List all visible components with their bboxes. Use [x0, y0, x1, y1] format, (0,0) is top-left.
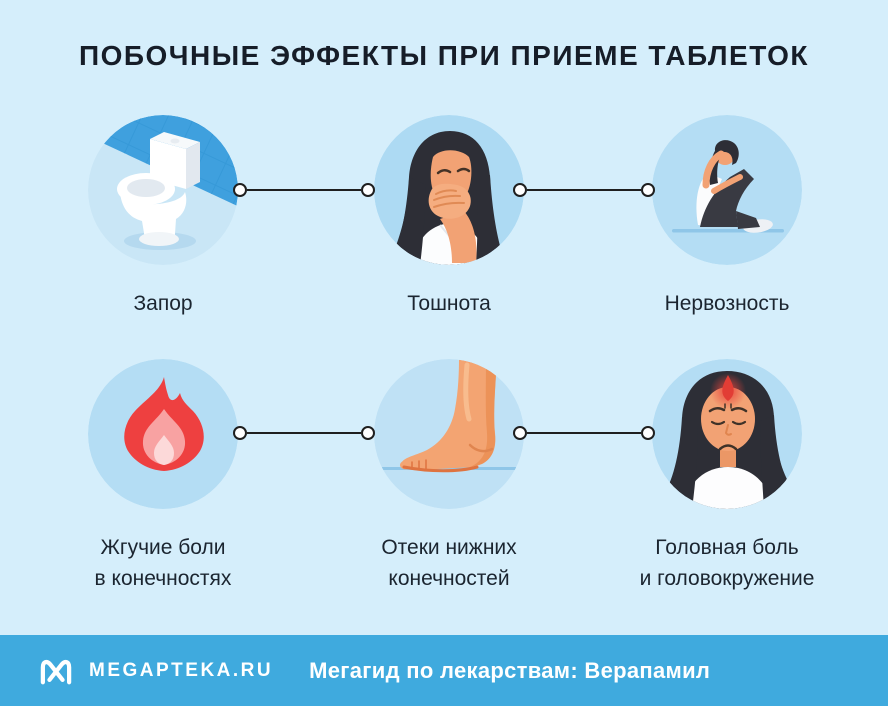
connector-line	[247, 188, 361, 192]
connector-dot	[361, 426, 375, 440]
toilet-icon	[88, 115, 238, 265]
megapteka-logo-icon	[40, 659, 72, 684]
connector-dot	[641, 426, 655, 440]
nausea-icon	[374, 115, 524, 265]
label-line: Тошнота	[407, 292, 491, 315]
effect-label-nervousness: Нервозность	[597, 288, 857, 319]
effect-label-constipation: Запор	[33, 288, 293, 319]
connector-line	[247, 431, 361, 435]
anxiety-icon	[652, 115, 802, 265]
connector-dot	[513, 183, 527, 197]
label-line: Жгучие боли	[100, 536, 226, 559]
effect-label-headache: Головная боль и головокружение	[597, 532, 857, 594]
headache-icon	[652, 359, 802, 509]
label-line: Головная боль	[655, 536, 799, 559]
label-line: Отеки нижних	[381, 536, 517, 559]
effect-label-swelling: Отеки нижних конечностей	[319, 532, 579, 594]
connector	[513, 183, 655, 197]
flame-icon	[88, 359, 238, 509]
swelling-bubble	[374, 359, 524, 509]
nervousness-bubble	[652, 115, 802, 265]
label-line: Запор	[133, 292, 193, 315]
footer-bar: MEGAPTEKA.RU Мегагид по лекарствам: Вера…	[0, 635, 888, 706]
label-line: в конечностях	[94, 567, 232, 590]
effect-label-burning-pain: Жгучие боли в конечностях	[33, 532, 293, 594]
connector	[233, 426, 375, 440]
connector-dot	[641, 183, 655, 197]
nausea-bubble	[374, 115, 524, 265]
label-line: Нервозность	[664, 292, 790, 315]
connector-dot	[233, 183, 247, 197]
connector-dot	[233, 426, 247, 440]
connector-dot	[361, 183, 375, 197]
label-line: конечностей	[388, 567, 510, 590]
connector	[233, 183, 375, 197]
connector-line	[527, 431, 641, 435]
connector-dot	[513, 426, 527, 440]
headache-bubble	[652, 359, 802, 509]
connector	[513, 426, 655, 440]
label-line: и головокружение	[639, 567, 815, 590]
constipation-bubble	[88, 115, 238, 265]
page-title: ПОБОЧНЫЕ ЭФФЕКТЫ ПРИ ПРИЕМЕ ТАБЛЕТОК	[79, 40, 809, 71]
swollen-foot-icon	[374, 359, 524, 509]
brand-name: MEGAPTEKA.RU	[89, 659, 274, 681]
connector-line	[527, 188, 641, 192]
effect-label-nausea: Тошнота	[319, 288, 579, 319]
burning-pain-bubble	[88, 359, 238, 509]
footer-tagline: Мегагид по лекарствам: Верапамил	[309, 657, 711, 683]
